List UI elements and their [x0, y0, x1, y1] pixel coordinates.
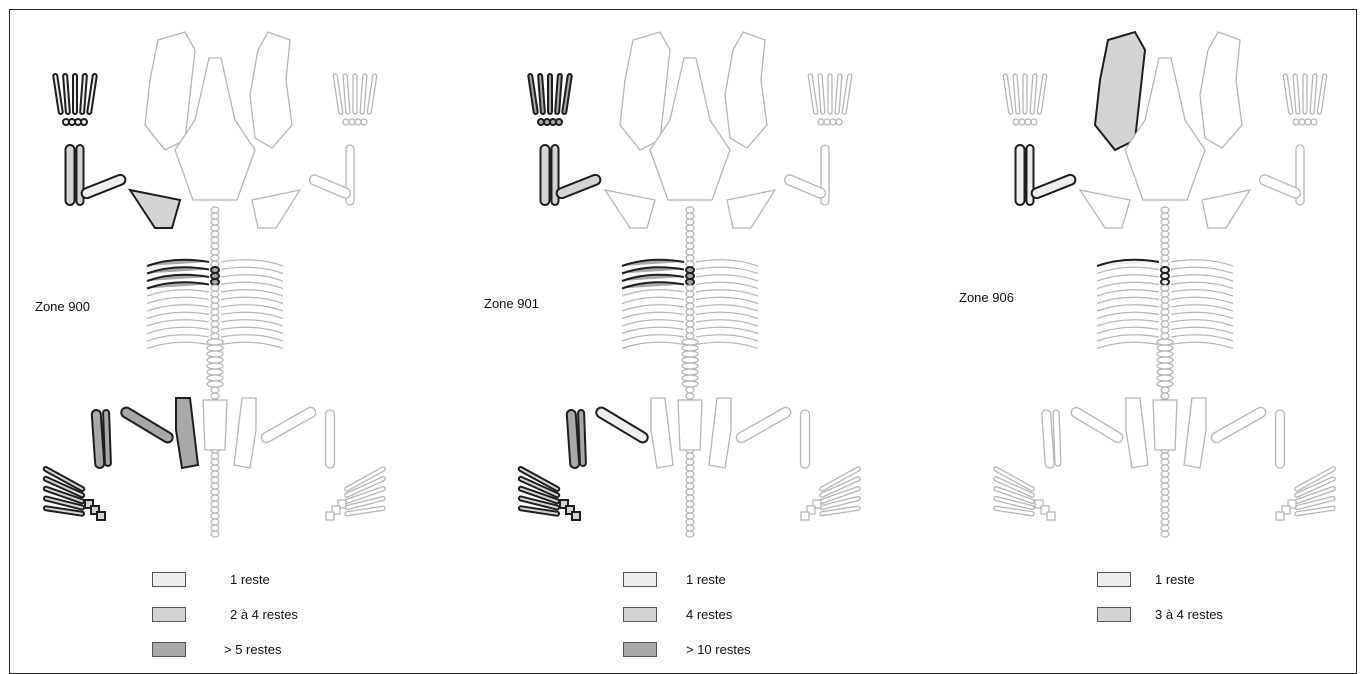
- zone-label-906: Zone 906: [959, 290, 1014, 305]
- legend-label: 1 reste: [1155, 572, 1195, 587]
- legend-label: 1 reste: [230, 572, 270, 587]
- legend-label: > 10 restes: [686, 642, 751, 657]
- legend-label: > 5 restes: [224, 642, 281, 657]
- legend-label: 4 restes: [686, 607, 732, 622]
- zone-label-900: Zone 900: [35, 299, 90, 314]
- legend-swatch: [623, 572, 657, 587]
- legend-swatch: [152, 607, 186, 622]
- zone-label-901: Zone 901: [484, 296, 539, 311]
- legend-label: 2 à 4 restes: [230, 607, 298, 622]
- legend-swatch: [152, 572, 186, 587]
- legend-swatch: [1097, 572, 1131, 587]
- legend-swatch: [152, 642, 186, 657]
- legend-swatch: [623, 642, 657, 657]
- legend-label: 3 à 4 restes: [1155, 607, 1223, 622]
- legend-label: 1 reste: [686, 572, 726, 587]
- legend-swatch: [623, 607, 657, 622]
- legend-swatch: [1097, 607, 1131, 622]
